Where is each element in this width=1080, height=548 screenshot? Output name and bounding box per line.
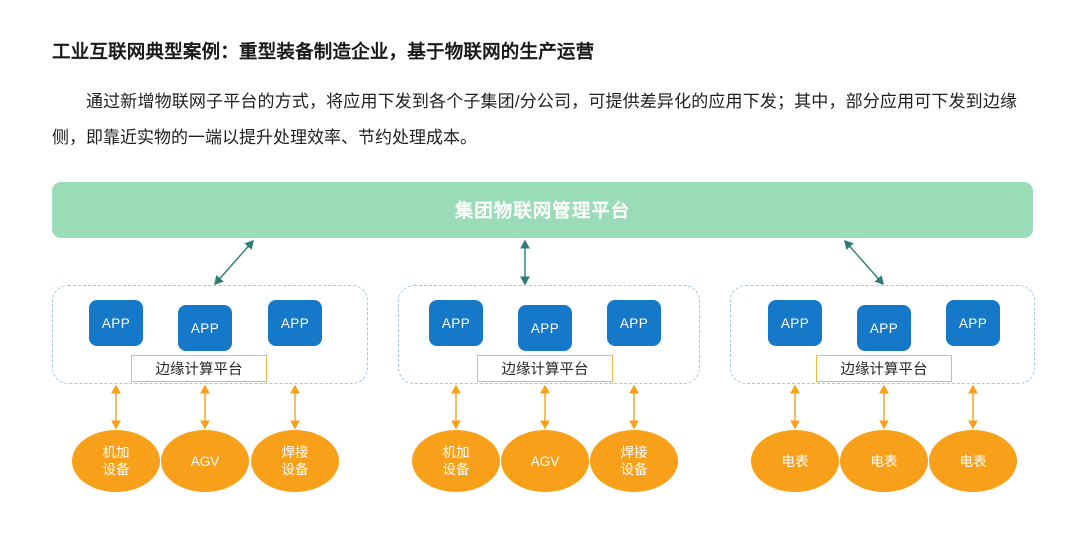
- device-ellipse-g1-0[interactable]: 机加 设备: [412, 430, 500, 492]
- app-tile-g0-0[interactable]: APP: [89, 300, 143, 346]
- device-label-line: 电表: [959, 453, 987, 469]
- device-ellipse-g1-2[interactable]: 焊接 设备: [590, 430, 678, 492]
- group-iot-platform-label: 集团物联网管理平台: [454, 200, 631, 221]
- edge-platform-label: 边缘计算平台: [840, 362, 928, 378]
- device-ellipse-g0-0[interactable]: 机加 设备: [72, 430, 160, 492]
- app-tile-g2-2[interactable]: APP: [946, 300, 1000, 346]
- app-tile-g0-2[interactable]: APP: [268, 300, 322, 346]
- slide-title: 工业互联网典型案例：重型装备制造企业，基于物联网的生产运营: [52, 41, 595, 62]
- app-tile-g0-1[interactable]: APP: [178, 305, 232, 351]
- device-ellipse-g2-2[interactable]: 电表: [929, 430, 1017, 492]
- app-tile-label: APP: [101, 315, 131, 331]
- app-tile-label: APP: [190, 320, 220, 336]
- device-ellipse-g2-0[interactable]: 电表: [751, 430, 839, 492]
- edge-platform-box-g2[interactable]: 边缘计算平台: [816, 355, 952, 382]
- device-label-line: 焊接: [281, 445, 309, 460]
- app-tile-label: APP: [869, 320, 899, 336]
- device-ellipse-g1-1[interactable]: AGV: [501, 430, 589, 492]
- uplink-arrow-group-2: [844, 239, 884, 286]
- app-tile-g1-2[interactable]: APP: [607, 300, 661, 346]
- app-tile-label: APP: [958, 315, 988, 331]
- app-tile-g1-0[interactable]: APP: [429, 300, 483, 346]
- uplink-arrow-group-0: [214, 239, 254, 286]
- device-ellipse-g2-1[interactable]: 电表: [840, 430, 928, 492]
- device-label-line: 设备: [442, 462, 470, 477]
- device-label-line: 电表: [781, 453, 809, 469]
- group-iot-platform-banner[interactable]: 集团物联网管理平台: [52, 182, 1033, 238]
- device-label-line: 设备: [620, 462, 648, 477]
- edge-platform-box-g1[interactable]: 边缘计算平台: [477, 355, 613, 382]
- device-label-line: 焊接: [620, 445, 648, 460]
- edge-platform-label: 边缘计算平台: [501, 362, 589, 378]
- app-tile-label: APP: [530, 320, 560, 336]
- device-label-line: AGV: [190, 453, 220, 469]
- device-label-line: 电表: [870, 453, 898, 469]
- device-ellipse-g0-1[interactable]: AGV: [161, 430, 249, 492]
- slide-paragraph: 通过新增物联网子平台的方式，将应用下发到各个子集团/分公司，可提供差异化的应用下…: [52, 92, 1017, 147]
- device-label-line: AGV: [530, 453, 560, 469]
- device-ellipse-g0-2[interactable]: 焊接 设备: [251, 430, 339, 492]
- app-tile-label: APP: [441, 315, 471, 331]
- app-tile-label: APP: [780, 315, 810, 331]
- device-label-line: 设备: [281, 462, 309, 477]
- app-tile-label: APP: [280, 315, 310, 331]
- device-label-line: 机加: [102, 445, 130, 460]
- device-label-line: 设备: [102, 462, 130, 477]
- app-tile-g2-1[interactable]: APP: [857, 305, 911, 351]
- edge-platform-label: 边缘计算平台: [155, 362, 243, 378]
- device-label-line: 机加: [442, 445, 470, 460]
- app-tile-g2-0[interactable]: APP: [768, 300, 822, 346]
- edge-platform-box-g0[interactable]: 边缘计算平台: [131, 355, 267, 382]
- app-tile-label: APP: [619, 315, 649, 331]
- app-tile-g1-1[interactable]: APP: [518, 305, 572, 351]
